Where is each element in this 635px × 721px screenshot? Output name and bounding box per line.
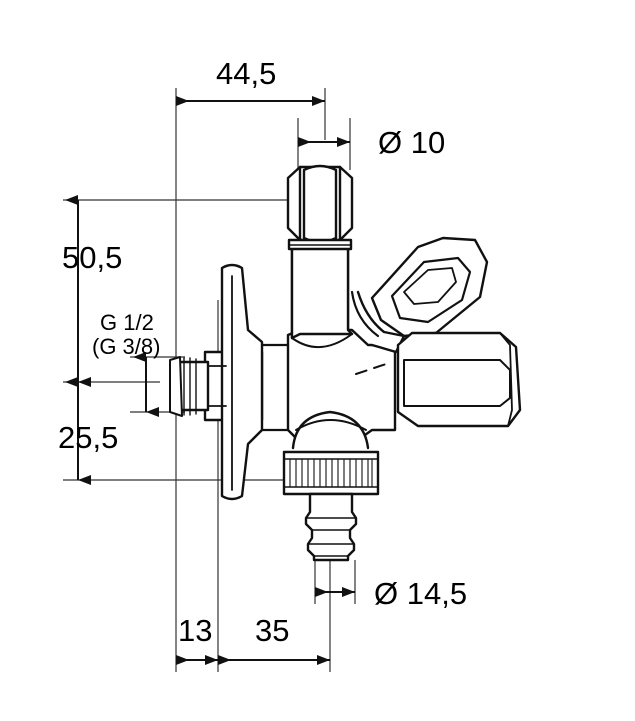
tilted-square-handle xyxy=(370,236,489,338)
body-dashed-line xyxy=(355,361,393,375)
knurled-nut-bottom xyxy=(282,410,380,496)
label-25-5: 25,5 xyxy=(58,420,118,455)
hose-barb-outlet xyxy=(304,492,358,562)
valve-assembly xyxy=(169,164,522,562)
wall-flange-rosette xyxy=(220,263,264,501)
label-diameter-10: Ø 10 xyxy=(378,125,445,160)
dimension-labels: 44,5 Ø 10 50,5 G 1/2 (G 3/8) 25,5 Ø 14,5… xyxy=(58,56,467,648)
outlet-pipe-body xyxy=(290,243,354,340)
label-thread-g38: (G 3/8) xyxy=(92,334,160,359)
tilted-handle-neck xyxy=(356,290,406,354)
label-35: 35 xyxy=(255,613,289,648)
knurl-ridges xyxy=(289,458,373,488)
body-upper-arc xyxy=(350,290,380,338)
body-contour-lines xyxy=(291,333,367,431)
label-44-5: 44,5 xyxy=(216,56,276,91)
label-thread-g12: G 1/2 xyxy=(100,310,154,335)
label-diameter-14-5: Ø 14,5 xyxy=(374,576,467,611)
hex-nut-top xyxy=(286,164,354,251)
operating-handle-right xyxy=(396,331,522,428)
label-50-5: 50,5 xyxy=(62,240,122,275)
dimension-lines xyxy=(65,96,355,665)
label-13: 13 xyxy=(178,613,212,648)
threaded-inlet-left xyxy=(169,356,227,417)
